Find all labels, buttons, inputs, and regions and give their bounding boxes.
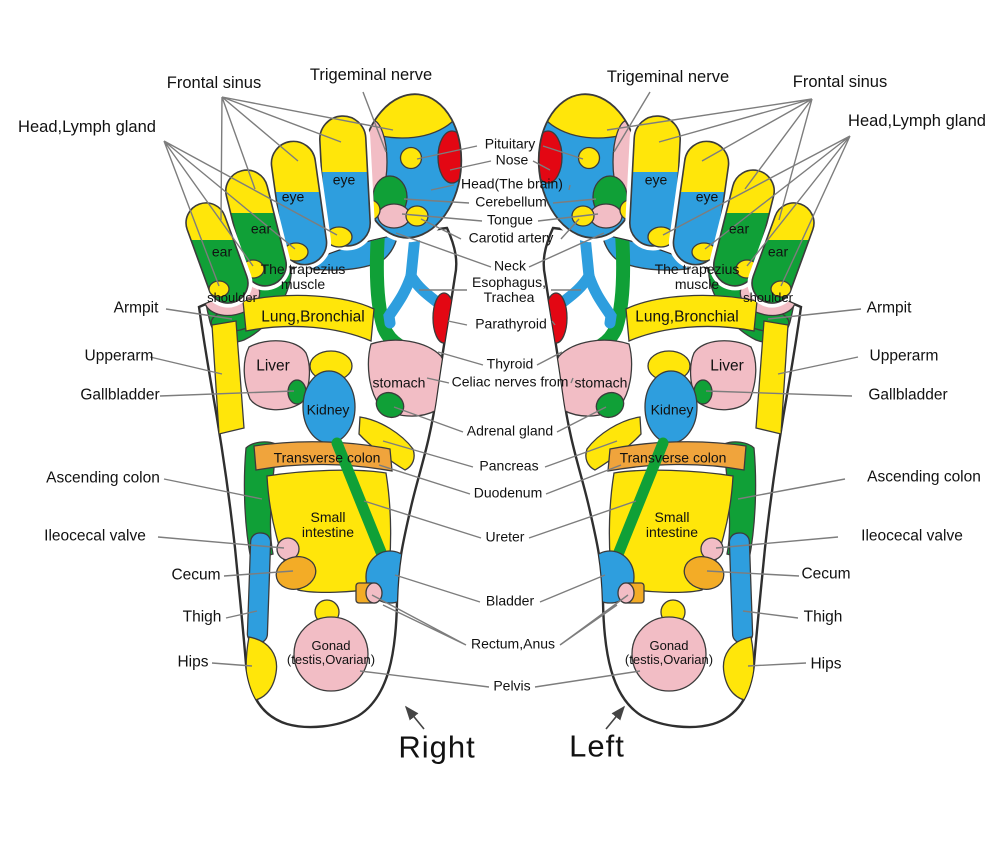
label-ear-lf-2: ear	[211, 243, 233, 260]
label-foot-right: Right	[398, 729, 476, 765]
label-bladder: Bladder	[485, 592, 535, 609]
label-hips-right: Hips	[810, 655, 842, 673]
label-ascending-colon-left: Ascending colon	[46, 469, 160, 487]
label-hips-left: Hips	[177, 653, 209, 671]
label-eye-rf-1: eye	[644, 171, 668, 188]
label-stomach-lf: stomach	[372, 374, 426, 391]
label-frontal-sinus-right: Frontal sinus	[792, 73, 888, 92]
foot-left-of-body	[525, 66, 820, 727]
label-trapezius-rf: The trapezius muscle	[654, 260, 740, 292]
label-eye-lf-1: eye	[332, 171, 356, 188]
label-celiac-nerves: Celiac nerves from	[451, 373, 569, 390]
label-transverse-rf: Transverse colon	[619, 449, 727, 466]
label-lung-rf: Lung,Bronchial	[635, 308, 739, 326]
label-pancreas: Pancreas	[479, 457, 539, 474]
leader-lines	[149, 91, 862, 688]
label-neck: Neck	[494, 257, 526, 274]
label-gonad-lf: Gonad (testis,Ovarian)	[286, 637, 376, 667]
label-nose: Nose	[495, 151, 529, 168]
label-gallbladder-left: Gallbladder	[80, 386, 160, 404]
label-trigeminal-right: Trigeminal nerve	[606, 68, 730, 87]
label-liver-rf: Liver	[710, 357, 744, 375]
label-upperarm-left: Upperarm	[84, 347, 154, 365]
label-armpit-right: Armpit	[866, 299, 912, 317]
label-ear-rf-1: ear	[728, 220, 750, 237]
label-shoulder-rf: shoulder	[743, 289, 793, 305]
foot-pointer-arrows	[404, 705, 626, 730]
label-stomach-rf: stomach	[574, 374, 628, 391]
label-parathyroid: Parathyroid	[475, 315, 547, 332]
label-cecum-left: Cecum	[171, 566, 221, 584]
label-rectum-anus: Rectum,Anus	[470, 635, 556, 652]
label-upperarm-right: Upperarm	[869, 347, 939, 365]
label-transverse-lf: Transverse colon	[273, 449, 381, 466]
label-head-lymph-right: Head,Lymph gland	[848, 112, 986, 131]
label-lung-lf: Lung,Bronchial	[261, 308, 365, 326]
label-cecum-right: Cecum	[801, 565, 851, 583]
label-carotid-artery: Carotid artery	[468, 229, 554, 246]
label-small-intestine-lf: Small intestine	[301, 508, 355, 540]
label-kidney-lf: Kidney	[306, 401, 350, 418]
label-armpit-left: Armpit	[113, 299, 159, 317]
label-thyroid: Thyroid	[486, 355, 534, 372]
label-ureter: Ureter	[485, 528, 525, 545]
label-shoulder-lf: shoulder	[207, 289, 257, 305]
label-ear-lf-1: ear	[250, 220, 272, 237]
label-ear-rf-2: ear	[767, 243, 789, 260]
label-adrenal-gland: Adrenal gland	[466, 422, 554, 439]
label-gallbladder-right: Gallbladder	[868, 386, 948, 404]
label-duodenum: Duodenum	[473, 484, 543, 501]
label-gonad-rf: Gonad (testis,Ovarian)	[624, 637, 714, 667]
label-foot-left: Left	[569, 728, 625, 764]
label-trigeminal-left: Trigeminal nerve	[309, 66, 433, 85]
label-tongue: Tongue	[487, 211, 533, 228]
label-trapezius-lf: The trapezius muscle	[260, 260, 346, 292]
label-head-lymph-left: Head,Lymph gland	[18, 118, 156, 137]
label-kidney-rf: Kidney	[650, 401, 694, 418]
label-thigh-right: Thigh	[803, 608, 843, 626]
label-cerebellum: Cerebellum	[475, 193, 547, 210]
label-pelvis: Pelvis	[493, 677, 531, 694]
label-ileocecal-right: Ileocecal valve	[861, 527, 963, 545]
label-thigh-left: Thigh	[182, 608, 222, 626]
label-ascending-colon-right: Ascending colon	[867, 468, 981, 486]
label-eye-lf-2: eye	[281, 188, 305, 205]
label-pituitary: Pituitary	[484, 135, 536, 152]
label-liver-lf: Liver	[256, 357, 290, 375]
label-frontal-sinus-left: Frontal sinus	[166, 74, 262, 93]
label-small-intestine-rf: Small intestine	[645, 508, 699, 540]
label-esophagus-trachea: Esophagus, Trachea	[472, 273, 546, 305]
label-head-brain: Head(The brain)	[461, 175, 563, 192]
label-eye-rf-2: eye	[695, 188, 719, 205]
label-ileocecal-left: Ileocecal valve	[44, 527, 146, 545]
